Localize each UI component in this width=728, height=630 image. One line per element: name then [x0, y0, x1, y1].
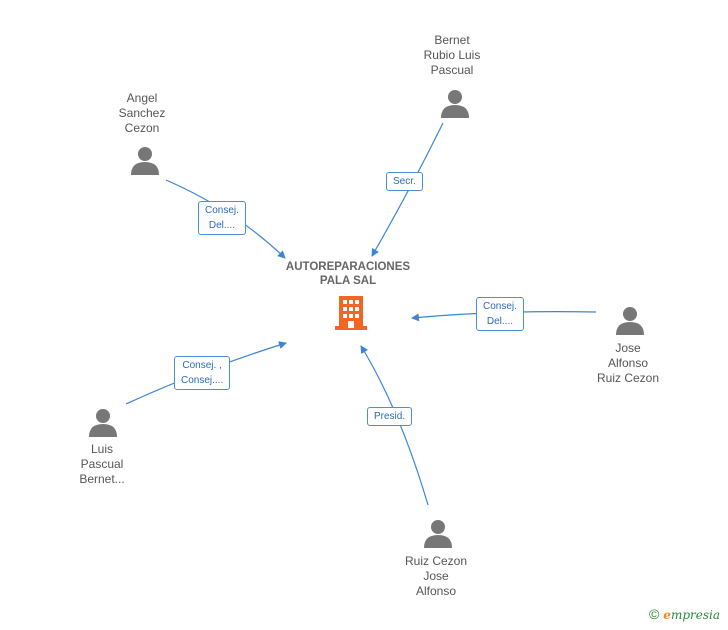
person-name-ruiz[interactable]: Ruiz Cezon Jose Alfonso [404, 554, 468, 598]
person-name-jose[interactable]: Jose Alfonso Ruiz Cezon [596, 341, 660, 385]
copyright-symbol: © [648, 606, 660, 622]
person-icon[interactable] [423, 518, 453, 548]
building-icon[interactable] [335, 296, 367, 330]
footer-brand[interactable]: ©empresia [649, 606, 720, 622]
role-label-luis[interactable]: Consej. , Consej.... [174, 356, 231, 390]
person-icon[interactable] [88, 407, 118, 437]
role-label-jose[interactable]: Consej. Del.... [476, 297, 524, 331]
company-name[interactable]: AUTOREPARACIONES PALA SAL [285, 261, 411, 287]
role-label-bernet[interactable]: Secr. [386, 172, 423, 191]
person-name-angel[interactable]: Angel Sanchez Cezon [118, 91, 166, 135]
person-icon[interactable] [615, 305, 645, 335]
person-name-bernet[interactable]: Bernet Rubio Luis Pascual [423, 33, 481, 77]
role-label-ruiz[interactable]: Presid. [367, 407, 413, 426]
person-name-luis[interactable]: Luis Pascual Bernet... [79, 442, 125, 486]
person-icon[interactable] [440, 88, 470, 118]
role-label-angel[interactable]: Consej. Del.... [198, 201, 246, 235]
person-icon[interactable] [130, 145, 160, 175]
brand-logo: empresia [663, 608, 720, 622]
